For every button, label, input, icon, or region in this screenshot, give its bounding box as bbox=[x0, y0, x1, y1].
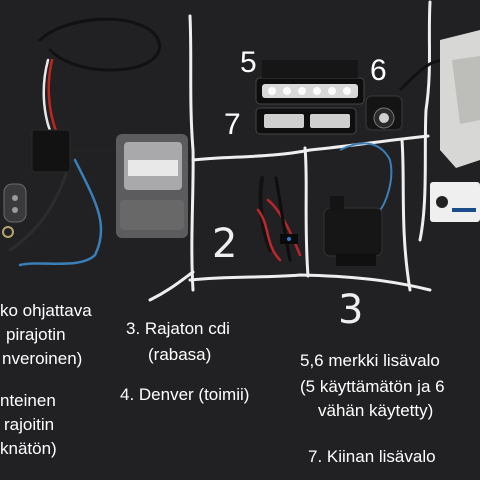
chalk-lines bbox=[148, 0, 432, 302]
caption-left-line1: ko ohjattava bbox=[0, 301, 92, 320]
light-bar-5 bbox=[255, 60, 365, 105]
wiring-item-2 bbox=[256, 176, 302, 262]
photo-number-7: 7 bbox=[224, 108, 241, 141]
caption-item3-line2: (rabasa) bbox=[148, 345, 212, 364]
caption-item56-line2: (5 käyttämätön ja 6 bbox=[300, 377, 445, 396]
caption-left-line2: pirajotin bbox=[6, 325, 66, 344]
photo-number-6: 6 bbox=[370, 54, 387, 87]
photo-number-5: 5 bbox=[240, 46, 257, 79]
caption-item4: 4. Denver (toimii) bbox=[120, 385, 250, 404]
cdi-package bbox=[116, 134, 188, 238]
caption-item3-line1: 3. Rajaton cdi bbox=[126, 319, 230, 338]
chalk-number-3: 3 bbox=[338, 287, 364, 333]
caption-left-lower-line1: nteinen bbox=[0, 391, 56, 410]
caption-left-lower-line3: knätön) bbox=[0, 439, 57, 458]
ignition-coil bbox=[323, 142, 393, 266]
caption-item56-line3: vähän käytetty) bbox=[318, 401, 434, 420]
caption-left-lower-line2: rajoitin bbox=[4, 415, 55, 434]
remote-fob bbox=[2, 183, 27, 238]
caption-item56-line1: 5,6 merkki lisävalo bbox=[300, 351, 440, 370]
spot-light-6 bbox=[365, 58, 446, 131]
caption-item7: 7. Kiinan lisävalo bbox=[308, 447, 436, 466]
product-box bbox=[440, 30, 480, 168]
controller-box bbox=[31, 129, 71, 173]
action-camera bbox=[430, 182, 480, 222]
chalk-number-2: 2 bbox=[212, 221, 238, 267]
light-bar-7 bbox=[255, 107, 357, 135]
caption-left-line3: nveroinen) bbox=[2, 349, 83, 368]
